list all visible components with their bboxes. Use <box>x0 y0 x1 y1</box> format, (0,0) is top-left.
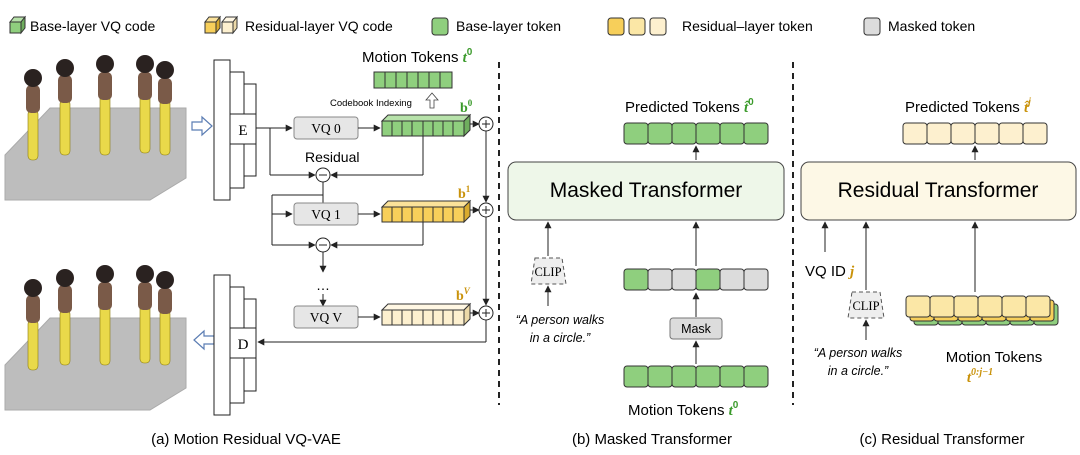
predicted-tokens-row-c <box>902 122 1048 145</box>
motion-tokens-label-b: Motion Tokens t0 <box>628 400 739 419</box>
mask-label: Mask <box>681 322 712 336</box>
legend-residual-token: Residual–layer token <box>682 18 813 34</box>
prompt-line2-b: in a circle.” <box>530 331 591 345</box>
predicted-tokens-label-c: Predicted Tokens t̂j <box>905 97 1031 116</box>
caption-a: (a) Motion Residual VQ-VAE <box>151 431 341 448</box>
caption-b: (b) Masked Transformer <box>572 431 732 448</box>
prompt-line2-c: in a circle.” <box>828 364 889 378</box>
prompt-line1-b: “A person walks <box>516 313 604 327</box>
prompt-line1-c: “A person walks <box>814 346 902 360</box>
motion-tokens-row <box>373 71 453 89</box>
decoder-block: D <box>213 274 257 416</box>
legend-base-token: Base-layer token <box>456 18 561 34</box>
legend: Base-layer VQ code Residual-layer VQ cod… <box>8 15 975 36</box>
b0-code-row <box>380 113 472 138</box>
b1-code-row <box>380 199 472 224</box>
residual-token-icon <box>607 17 667 36</box>
hollow-arrow-right-icon <box>191 115 213 137</box>
hollow-arrow-left-icon <box>193 329 215 351</box>
mask-box <box>669 317 723 340</box>
base-vq-code-icon <box>8 15 27 35</box>
predicted-tokens-row-b <box>623 122 769 145</box>
hollow-arrow-up-icon <box>425 92 439 109</box>
residual-vq-code-icon <box>203 15 239 35</box>
motion-tokens-label-c: Motion Tokens <box>946 349 1042 366</box>
bv-code-row <box>380 302 472 327</box>
clip-box-b <box>530 257 567 285</box>
motion-tokens-row-b <box>623 365 769 388</box>
motion-figures-top-image <box>4 55 187 201</box>
panel-b: Predicted Tokens t̂0 Masked Transformer … <box>507 97 785 448</box>
motion-tokens-sym-c: t0:j−1 <box>967 367 993 386</box>
panel-a: E D Motion Tokens t0 Codebook Indexing b… <box>4 47 494 448</box>
motion-figures-bottom-image <box>4 265 187 411</box>
b0-label: b0 <box>460 98 473 116</box>
masked-token-icon <box>863 17 881 36</box>
residual-transformer-label: Residual Transformer <box>838 179 1039 202</box>
clip-label-c: CLIP <box>852 299 879 313</box>
motion-tokens-stack-c <box>905 295 1059 326</box>
vq1-label: VQ 1 <box>311 207 341 222</box>
legend-masked-token: Masked token <box>888 18 975 34</box>
base-token-icon <box>431 17 449 36</box>
panel-c: Predicted Tokens t̂j Residual Transforme… <box>800 97 1077 448</box>
codebook-indexing-label: Codebook Indexing <box>330 98 412 109</box>
decoder-label: D <box>238 337 249 353</box>
plus-node-3 <box>478 305 494 321</box>
vq-id-label: VQ ID j <box>805 263 855 280</box>
encoder-block: E <box>213 59 257 201</box>
clip-box-c <box>847 291 885 319</box>
vqv-label: VQ V <box>310 310 343 325</box>
legend-residual-vq: Residual-layer VQ code <box>245 18 393 34</box>
b1-label: b1 <box>458 184 471 202</box>
caption-c: (c) Residual Transformer <box>859 431 1024 448</box>
bv-label: bV <box>456 286 471 304</box>
motion-tokens-label: Motion Tokens t0 <box>362 47 473 66</box>
encoder-label: E <box>238 123 247 139</box>
masked-transformer-label: Masked Transformer <box>550 179 743 202</box>
predicted-tokens-label-b: Predicted Tokens t̂0 <box>625 97 754 116</box>
clip-label-b: CLIP <box>534 265 561 279</box>
residual-label: Residual <box>305 149 359 165</box>
plus-node-2 <box>478 202 494 218</box>
masked-transformer-box <box>507 161 785 221</box>
plus-node-1 <box>478 116 494 132</box>
vq0-label: VQ 0 <box>311 121 341 136</box>
masked-tokens-row <box>623 268 769 291</box>
residual-transformer-box <box>800 161 1077 221</box>
legend-base-vq: Base-layer VQ code <box>30 18 155 34</box>
ellipsis: … <box>316 277 330 293</box>
